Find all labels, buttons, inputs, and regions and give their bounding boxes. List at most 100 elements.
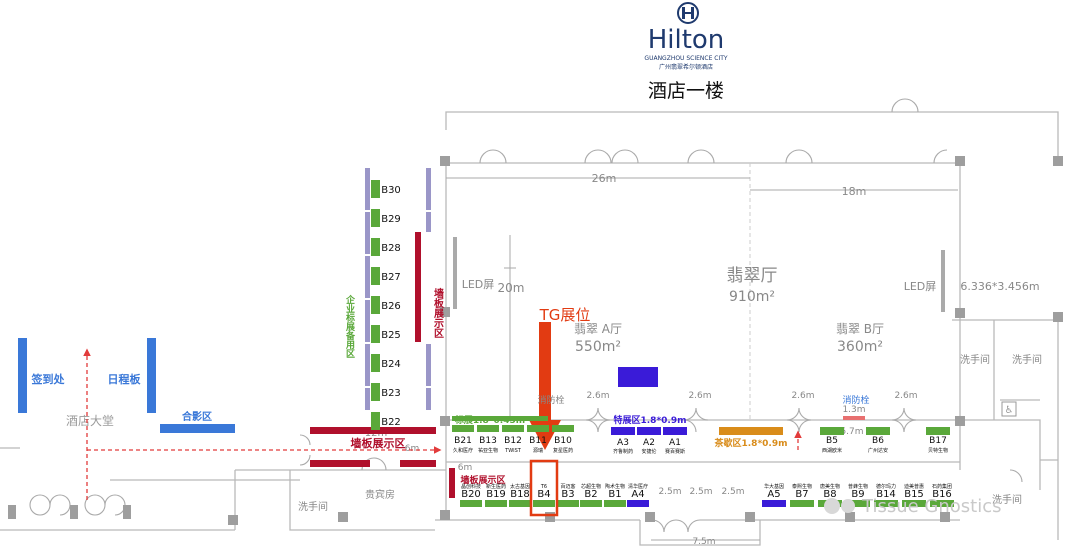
booth-company: 复星医药 — [553, 447, 573, 454]
row2-booths: B20晶创科技B19新生医药B18太古基因B4T6B3百迈客B2芯超生物B1陶术… — [460, 483, 649, 507]
booth-company: 德尔玛力 — [876, 483, 896, 490]
booth-a3[interactable] — [611, 427, 635, 435]
hall-a-area: 550m² — [575, 339, 621, 355]
booth-a2[interactable] — [637, 427, 661, 435]
dim-gap-3: 2.6m — [791, 391, 814, 401]
photo-zone-panel — [160, 424, 235, 433]
booth-b21[interactable] — [452, 425, 474, 432]
led-screen-left — [453, 237, 457, 309]
booth-b27[interactable] — [371, 267, 380, 285]
booth-b6[interactable] — [866, 427, 890, 435]
hall-main-name: 翡翠厅 — [727, 266, 778, 286]
booth-code: A5 — [767, 489, 780, 500]
booth-company: 久和医疗 — [453, 447, 473, 454]
booth-code: B18 — [510, 489, 530, 500]
svg-text:♿: ♿ — [1005, 405, 1014, 416]
booth-b28[interactable] — [371, 238, 380, 256]
booth-b12[interactable] — [502, 425, 524, 432]
booth-code: B10 — [554, 436, 572, 446]
schedule-panel — [147, 338, 156, 413]
booth-b10[interactable] — [552, 425, 574, 432]
booth-code: B11 — [529, 436, 547, 446]
booth-b11[interactable] — [527, 425, 549, 432]
booth-b1[interactable] — [604, 500, 626, 507]
booth-b22[interactable] — [371, 412, 380, 430]
wall-zone-label-2: 墙板展示区 — [460, 474, 505, 486]
booth-b25[interactable] — [371, 325, 380, 343]
booth-company: 迪美普惠 — [904, 483, 924, 490]
booth-code: B30 — [381, 185, 401, 196]
wall-panels — [310, 232, 455, 498]
booth-b24[interactable] — [371, 354, 380, 372]
booth-b5[interactable] — [820, 427, 844, 435]
booth-code: B4 — [537, 489, 550, 500]
booth-b30[interactable] — [371, 180, 380, 198]
lobby-label: 酒店大堂 — [66, 414, 114, 428]
booth-a1[interactable] — [663, 427, 687, 435]
booth-code: A1 — [669, 438, 681, 448]
booth-code: A3 — [617, 438, 629, 448]
booth-a4[interactable] — [627, 500, 649, 507]
dim-18m: 18m — [842, 185, 867, 198]
booth-b23[interactable] — [371, 383, 380, 401]
booth-b14[interactable] — [874, 500, 898, 507]
booth-company: 祐亚生物 — [478, 447, 498, 454]
booth-code: B14 — [876, 489, 896, 500]
tg-label: TG展位 — [539, 306, 591, 324]
booth-company: 齐鲁制药 — [613, 448, 633, 455]
accessible-icon: ♿ — [1001, 401, 1017, 417]
dim-20m: 20m — [498, 281, 525, 295]
booth-b4[interactable] — [533, 500, 555, 507]
watermark-text: Tissue Gnostics — [861, 496, 1001, 517]
booth-code: B27 — [381, 272, 401, 283]
booth-b17[interactable] — [926, 427, 950, 435]
restroom-label-3: 洗手间 — [1012, 353, 1042, 366]
booth-code: B8 — [823, 489, 836, 500]
booth-code: B13 — [479, 436, 497, 446]
booth-code: B12 — [504, 436, 522, 446]
booth-b20[interactable] — [460, 500, 482, 507]
signin-label: 签到处 — [31, 372, 66, 386]
tea-zone-panel — [719, 427, 783, 435]
booth-code: B2 — [584, 489, 597, 500]
booth-b16[interactable] — [930, 500, 954, 507]
booth-company: 广州达安 — [868, 447, 888, 454]
booth-company: 西湖欧米 — [822, 447, 842, 454]
booth-code: B23 — [381, 388, 401, 399]
columns — [8, 156, 1063, 525]
booth-b26[interactable] — [371, 296, 380, 314]
booth-code: B25 — [381, 330, 401, 341]
dim-gap-2: 2.6m — [688, 391, 711, 401]
hydrant-label-2: 消防栓 — [842, 394, 869, 406]
booth-b9[interactable] — [846, 500, 870, 507]
led-label-left: LED屏 — [462, 278, 495, 291]
booth-b13[interactable] — [477, 425, 499, 432]
booth-code: B6 — [872, 436, 884, 446]
special-booth-label: 特展区1.8*0.9m — [614, 414, 687, 426]
dim-6m-b: 6m — [458, 463, 473, 473]
booth-b15[interactable] — [902, 500, 926, 507]
booth-company: 华大基因 — [764, 483, 784, 490]
led-label-right: LED屏 — [904, 280, 937, 293]
booth-code: B15 — [904, 489, 924, 500]
dim-6m-a: 6m — [405, 444, 420, 454]
hall-main-area: 910m² — [729, 289, 775, 305]
brand-subtitle: GUANGZHOU SCIENCE CITY — [644, 55, 727, 62]
booth-company: 陶术生物 — [605, 483, 625, 490]
booth-b3[interactable] — [557, 500, 579, 507]
booth-company: 清华医疗 — [628, 483, 648, 490]
booth-code: A2 — [643, 438, 655, 448]
booth-b7[interactable] — [790, 500, 814, 507]
booth-a5[interactable] — [762, 500, 786, 507]
booth-b18[interactable] — [509, 500, 531, 507]
hall-b-name: 翡翠 B厅 — [836, 322, 884, 336]
booth-code: B3 — [561, 489, 574, 500]
booth-b2[interactable] — [580, 500, 602, 507]
std-booth-label: 标展1.8*0.45m — [454, 414, 525, 426]
booth-b19[interactable] — [485, 500, 507, 507]
booth-b29[interactable] — [371, 209, 380, 227]
